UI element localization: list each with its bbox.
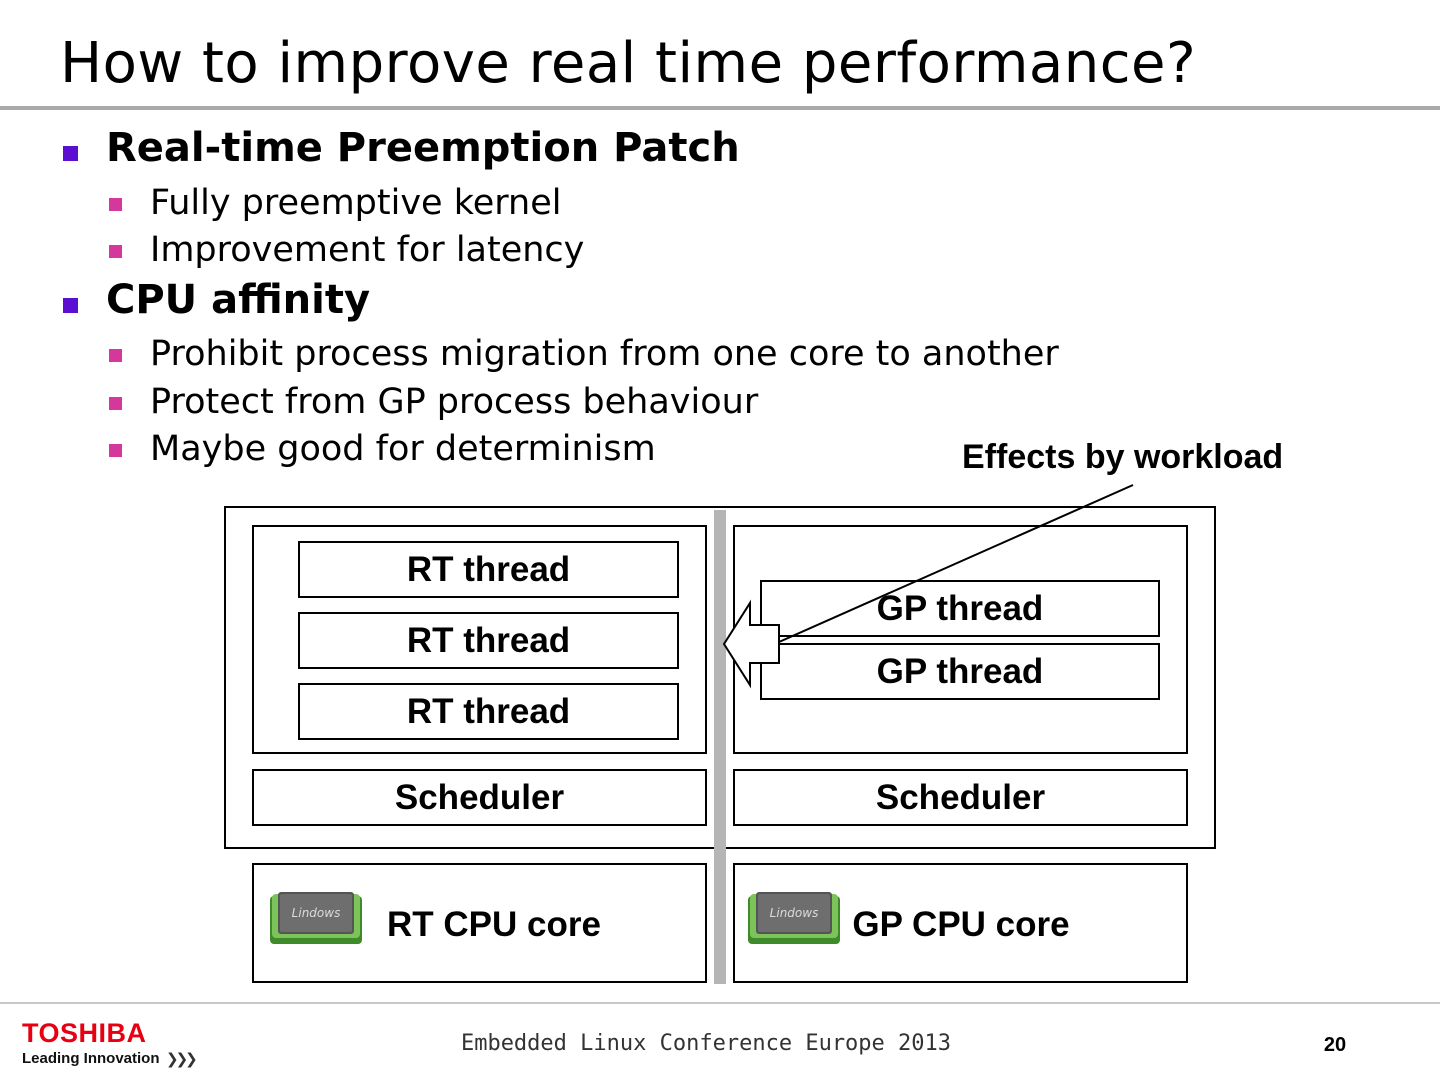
sub-bullet: Improvement for latency xyxy=(150,230,585,270)
gp-thread-box: GP thread xyxy=(760,580,1160,637)
bullet-marker-level2 xyxy=(109,397,122,410)
sub-bullet: Maybe good for determinism xyxy=(150,429,656,469)
page-number: 20 xyxy=(1323,1034,1347,1056)
rt-thread-box: RT thread xyxy=(298,612,679,669)
gp-cpu-core-label: GP CPU core xyxy=(852,905,1070,944)
slide-title: How to improve real time performance? xyxy=(60,31,1197,96)
rt-thread-box: RT thread xyxy=(298,541,679,598)
rt-thread-box: RT thread xyxy=(298,683,679,740)
sub-bullet: Fully preemptive kernel xyxy=(150,183,562,223)
bullet-marker-level2 xyxy=(109,349,122,362)
chevron-right-icon: ❯❯❯ xyxy=(166,1050,198,1068)
logo-tagline: Leading Innovation xyxy=(22,1050,160,1067)
bullet-marker-level2 xyxy=(109,245,122,258)
conference-name: Embedded Linux Conference Europe 2013 xyxy=(460,1031,952,1056)
sub-bullet: Protect from GP process behaviour xyxy=(150,382,759,422)
bullet-cpu-affinity: CPU affinity xyxy=(106,277,371,323)
bullet-preemption-patch: Real-time Preemption Patch xyxy=(106,125,740,171)
rt-cpu-core-label: RT CPU core xyxy=(387,905,601,944)
bullet-marker-level2 xyxy=(109,198,122,211)
bullet-marker-level2 xyxy=(109,444,122,457)
gp-scheduler-box: Scheduler xyxy=(733,769,1188,826)
svg-text:Lindows: Lindows xyxy=(292,906,341,920)
footer-divider xyxy=(0,1002,1440,1004)
toshiba-logo: TOSHIBA xyxy=(22,1018,147,1048)
title-divider xyxy=(0,106,1440,110)
cpu-chip-icon: Lindows xyxy=(748,892,840,944)
cpu-chip-icon: Lindows xyxy=(270,892,362,944)
bullet-marker-level1 xyxy=(63,298,78,313)
gp-thread-area xyxy=(733,525,1188,754)
sub-bullet: Prohibit process migration from one core… xyxy=(150,334,1059,374)
svg-text:Lindows: Lindows xyxy=(770,906,819,920)
rt-scheduler-box: Scheduler xyxy=(252,769,707,826)
bullet-marker-level1 xyxy=(63,146,78,161)
gp-thread-box: GP thread xyxy=(760,643,1160,700)
effects-by-workload-label: Effects by workload xyxy=(962,438,1284,476)
core-divider xyxy=(714,510,726,984)
